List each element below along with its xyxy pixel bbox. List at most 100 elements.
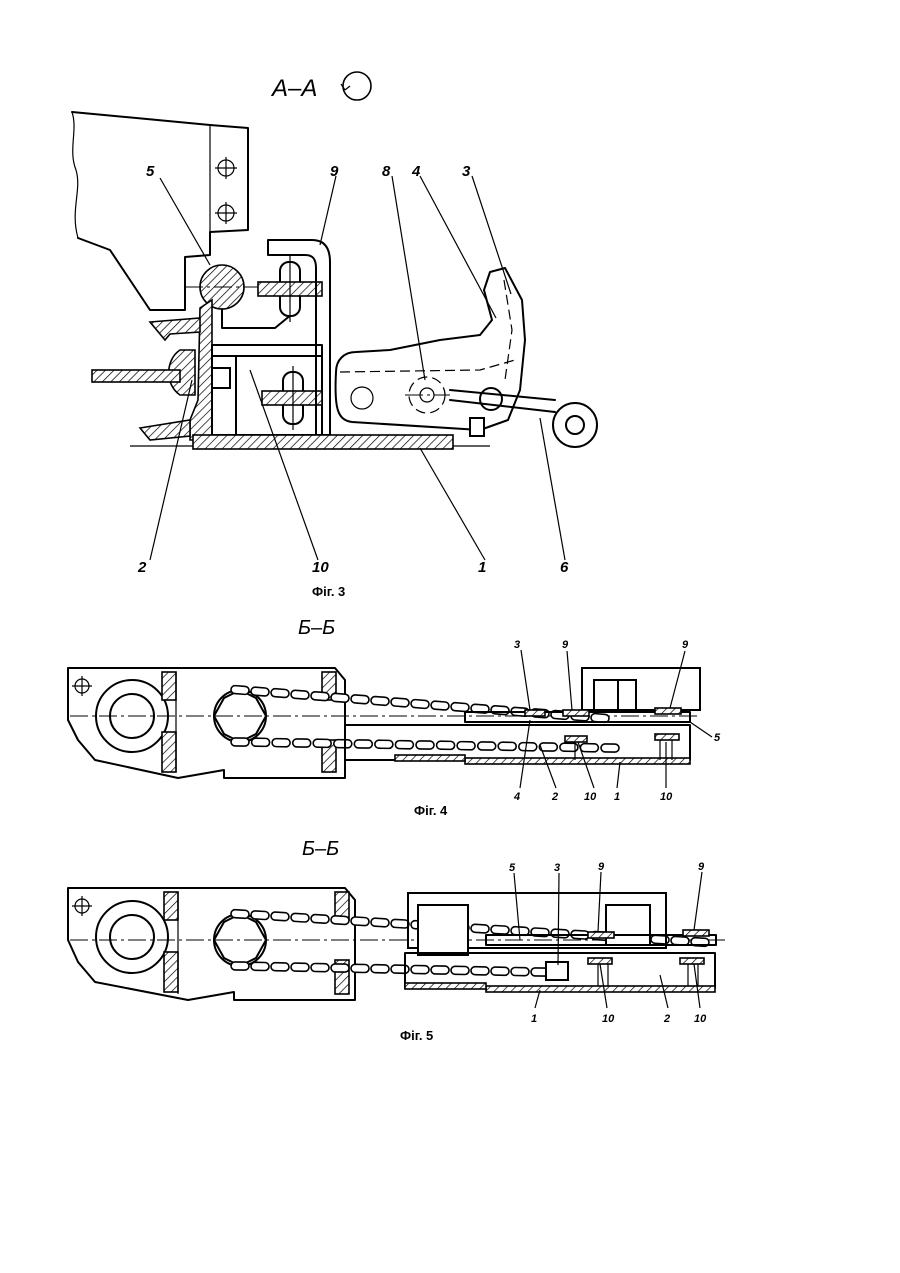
chain-link [391, 919, 409, 928]
bolt-upper [258, 256, 322, 322]
chain-link [351, 964, 369, 972]
chain-link [431, 701, 450, 710]
figure-caption-5: Фіг. 5 [400, 1028, 433, 1043]
label-4: 4 [411, 163, 421, 180]
base-plate-1 [193, 435, 453, 449]
chain-link [416, 741, 434, 749]
chain-link [457, 742, 475, 750]
chain-link [471, 967, 489, 975]
chain-upper [231, 685, 610, 722]
chain-link [272, 739, 290, 747]
chain-link [411, 965, 429, 973]
chain-link [331, 964, 349, 972]
chain-link [451, 966, 469, 974]
label-1: 1 [614, 791, 620, 803]
label-4: 4 [513, 791, 520, 803]
left-plate [92, 370, 180, 382]
chain-link [411, 699, 430, 708]
chain-link [311, 914, 329, 923]
label-10: 10 [584, 791, 597, 803]
figure-4: Б–Б [68, 617, 721, 818]
chain-link [231, 738, 249, 746]
rotation-symbol-icon [341, 72, 371, 100]
chain-link [491, 706, 510, 715]
label-5: 5 [146, 163, 155, 180]
chain-link [371, 918, 389, 927]
label-2: 2 [551, 791, 558, 803]
chain-link [371, 965, 389, 973]
chain-link [252, 738, 270, 746]
chain-link [291, 913, 309, 922]
shaft-5 [185, 265, 265, 309]
chain-link [395, 741, 413, 749]
chain-link [231, 685, 250, 694]
bolt-lower [262, 366, 322, 430]
chain-link [478, 742, 496, 750]
chain-link [375, 740, 393, 748]
chain-lower [231, 962, 549, 976]
section-title-b-b: Б–Б [302, 838, 339, 860]
label-10: 10 [312, 559, 329, 576]
label-2: 2 [663, 1013, 670, 1025]
label-9: 9 [330, 163, 339, 180]
chain-link [251, 911, 269, 920]
chain-link [491, 967, 509, 975]
drive-housing [68, 668, 345, 778]
chain-link [291, 690, 310, 699]
section-title-b-b: Б–Б [298, 617, 335, 639]
chain-link [251, 962, 269, 970]
chain-link [437, 741, 455, 749]
chain-link [334, 740, 352, 748]
chain-link [511, 967, 529, 975]
chain-link [671, 936, 689, 945]
label-3: 3 [554, 862, 560, 874]
chain-link [251, 687, 270, 696]
figure-caption-4: Фіг. 4 [414, 803, 448, 818]
label-2: 2 [137, 559, 147, 576]
label-1: 1 [531, 1013, 537, 1025]
chain-link [311, 963, 329, 971]
figure-3: А–А [72, 72, 597, 599]
label-10: 10 [602, 1013, 615, 1025]
label-8: 8 [382, 163, 391, 180]
chain-link [231, 962, 249, 970]
boom-frame [405, 893, 716, 992]
label-10-right: 10 [694, 1013, 707, 1025]
chain-link [371, 696, 390, 705]
chain-link [311, 692, 330, 701]
chain-link [491, 925, 509, 934]
chain-link [331, 693, 350, 702]
label-1: 1 [478, 559, 486, 576]
chain-link [331, 916, 349, 925]
chain-link [451, 702, 470, 711]
chain-link [231, 909, 249, 918]
label-3: 3 [514, 639, 520, 651]
label-9-right: 9 [682, 639, 689, 651]
label-9-right: 9 [698, 861, 705, 873]
pivot-8 [405, 377, 450, 413]
label-5: 5 [509, 862, 516, 874]
chain-link [293, 739, 311, 747]
frame-10 [212, 345, 322, 435]
chain-link [271, 912, 289, 921]
chain-link [498, 742, 516, 750]
figure-caption-3: Фіг. 3 [312, 584, 345, 599]
chain-link [313, 739, 331, 747]
label-6: 6 [560, 559, 569, 576]
chain-link [391, 965, 409, 973]
chain-link [471, 924, 489, 933]
chain-link [351, 917, 369, 926]
chain-link [291, 963, 309, 971]
label-10-right: 10 [660, 791, 673, 803]
chain-lower [231, 738, 619, 752]
chain-link [351, 695, 370, 704]
figure-5: Б–Б [68, 838, 725, 1043]
drive-housing [68, 888, 355, 1000]
label-3: 3 [462, 163, 471, 180]
chain-link [601, 744, 619, 752]
section-title-a-a: А–А [270, 75, 317, 102]
chain-link [519, 743, 537, 751]
chain-link [580, 744, 598, 752]
label-9: 9 [562, 639, 569, 651]
